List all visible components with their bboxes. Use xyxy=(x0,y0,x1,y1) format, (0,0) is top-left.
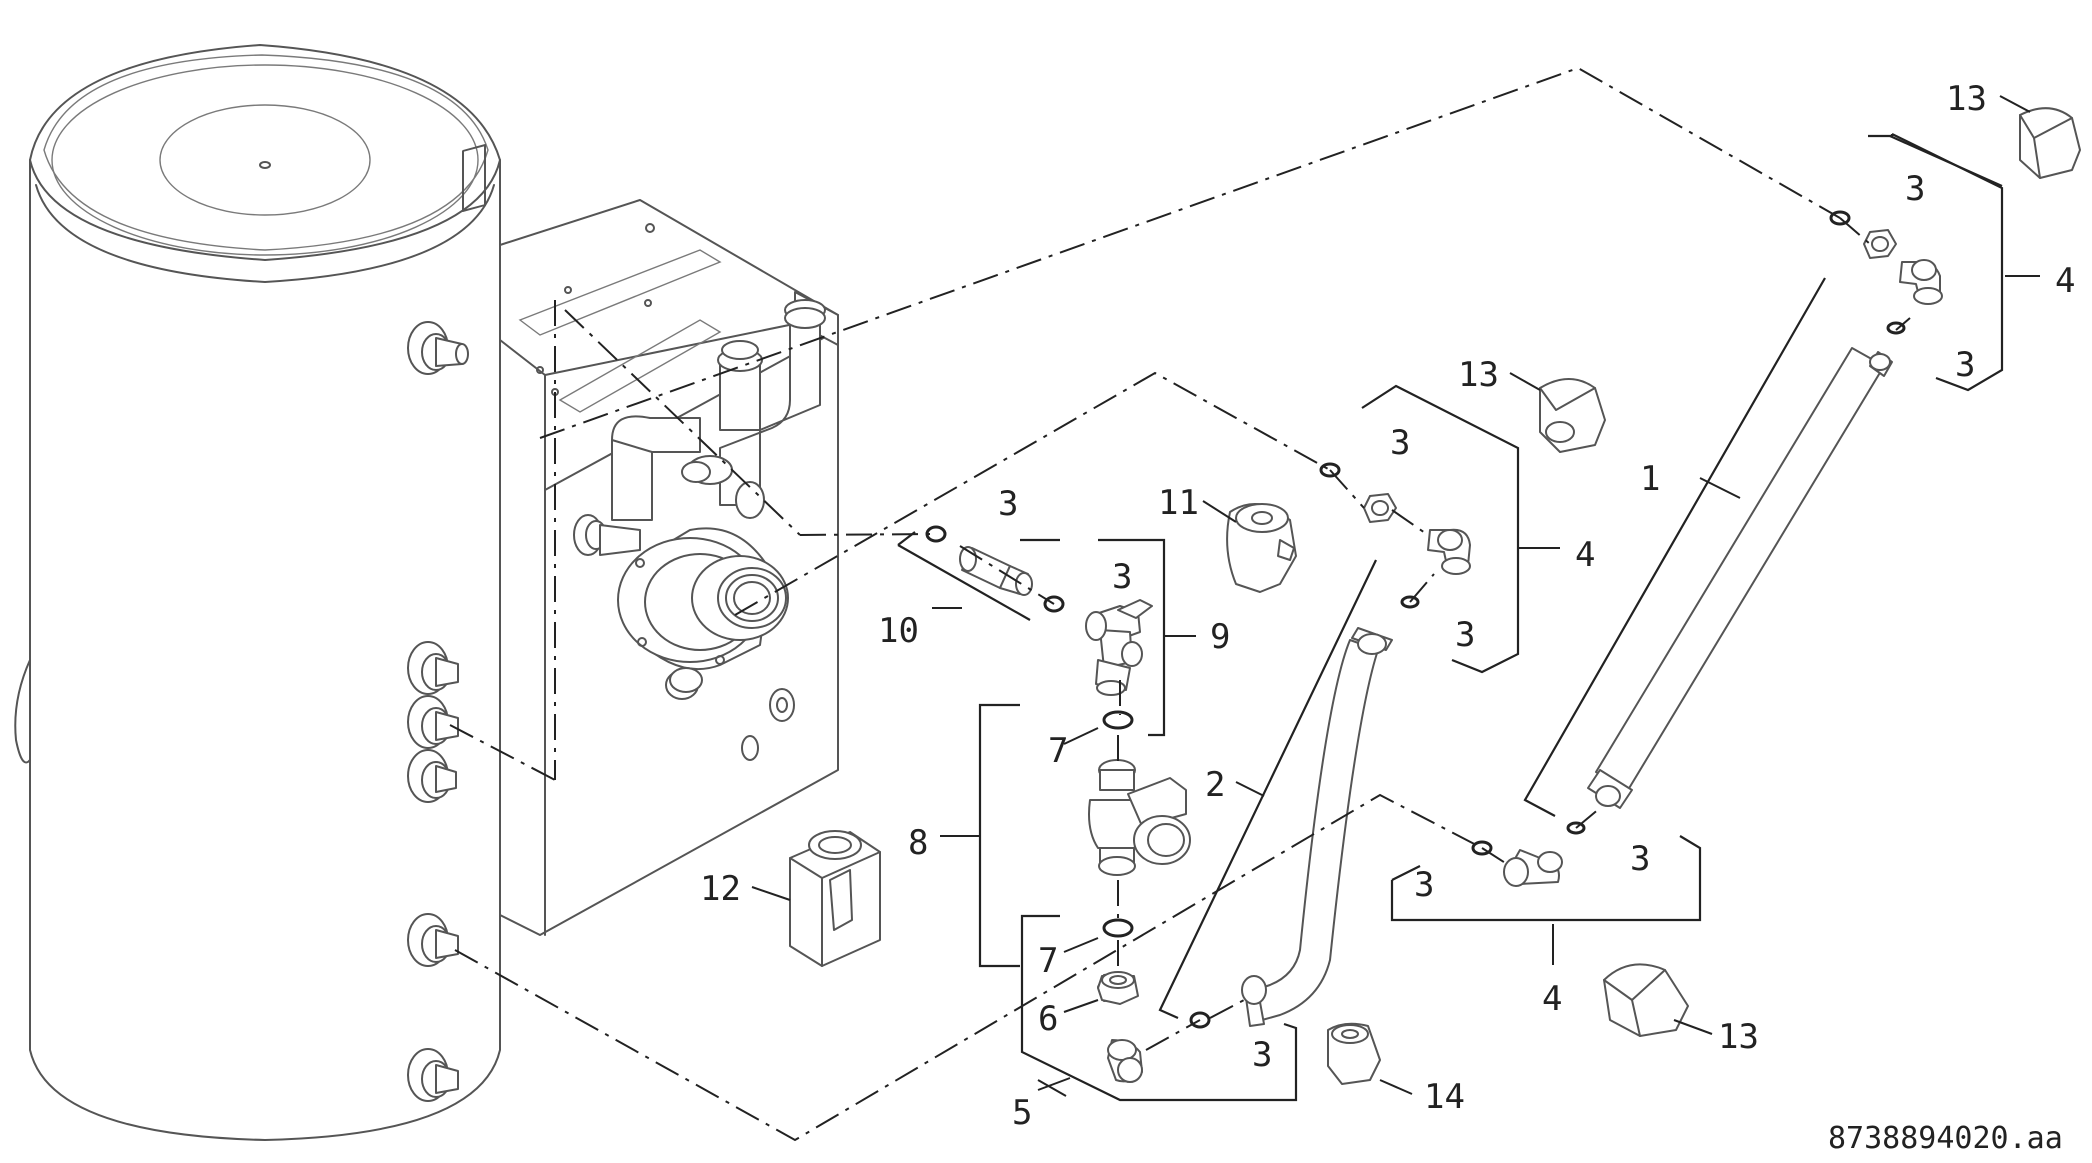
leader-lines xyxy=(751,95,2040,1097)
callout-14: 14 xyxy=(1424,1077,1465,1117)
callout-7: 7 xyxy=(1038,941,1058,981)
callout-12: 12 xyxy=(700,869,741,909)
callout-4: 4 xyxy=(1575,535,1595,575)
callout-2: 2 xyxy=(1205,765,1225,805)
callout-3: 3 xyxy=(1112,557,1132,597)
document-number: 8738894020.aa xyxy=(1828,1121,2063,1156)
callout-3: 3 xyxy=(998,484,1018,524)
callout-3: 3 xyxy=(1630,839,1650,879)
callout-9: 9 xyxy=(1210,617,1230,657)
mixing-fitting-icon xyxy=(789,830,881,967)
hydraulic-block-icon xyxy=(573,299,826,693)
tank-port-upper-icon xyxy=(407,641,459,695)
storage-tank-icon xyxy=(14,44,501,1141)
callout-10: 10 xyxy=(878,611,919,651)
circulation-pump-icon xyxy=(1088,759,1191,876)
callout-8: 8 xyxy=(908,823,928,863)
tank-port-bottom-upper-icon xyxy=(407,913,459,967)
callout-13: 13 xyxy=(1718,1017,1759,1057)
elbow-fitting-mid-icon xyxy=(1427,528,1471,575)
callout-3: 3 xyxy=(1252,1035,1272,1075)
nut-mid-icon xyxy=(1363,493,1397,523)
callout-4: 4 xyxy=(2055,261,2075,301)
insulation-cap-bottom-icon xyxy=(1603,963,1689,1037)
tank-port-bottom-icon xyxy=(407,1048,459,1102)
gasket-ring-icon xyxy=(1102,710,1134,730)
callout-3: 3 xyxy=(1414,865,1434,905)
callout-3: 3 xyxy=(1905,169,1925,209)
insulation-cap-top-icon xyxy=(2019,107,2081,179)
elbow-fitting-bottom-right-icon xyxy=(1503,849,1563,887)
callout-5: 5 xyxy=(1012,1093,1032,1133)
nut-top-right-icon xyxy=(1863,229,1897,259)
flexible-hose-long-icon xyxy=(1587,347,1893,809)
connector-nipple-icon xyxy=(959,546,1033,596)
gasket-ring-icon xyxy=(1102,918,1134,938)
tank-port-mid-icon xyxy=(407,695,459,749)
callout-6: 6 xyxy=(1038,999,1058,1039)
callout-labels: 1 2 3 3 3 3 3 3 3 3 3 4 4 4 5 6 7 7 8 9 … xyxy=(700,79,2075,1133)
ball-valve-icon xyxy=(1085,599,1153,696)
tank-port-top-icon xyxy=(407,321,469,375)
elbow-fitting-top-right-icon xyxy=(1899,259,1943,305)
callout-7: 7 xyxy=(1048,731,1068,771)
elbow-fitting-bottom-left-icon xyxy=(1107,1039,1143,1083)
callout-4: 4 xyxy=(1542,979,1562,1019)
callout-11: 11 xyxy=(1158,483,1199,523)
brackets xyxy=(897,133,2004,1102)
insulation-sleeve-small-icon xyxy=(1327,1022,1381,1085)
callout-3: 3 xyxy=(1455,615,1475,655)
callout-13: 13 xyxy=(1946,79,1987,119)
callout-1: 1 xyxy=(1640,459,1660,499)
tank-port-lower-icon xyxy=(407,749,457,803)
insulation-cap-mid-icon xyxy=(1539,378,1606,453)
connection-lines xyxy=(449,66,1911,1142)
callout-3: 3 xyxy=(1390,423,1410,463)
union-nut-icon xyxy=(1097,971,1139,1005)
callout-13: 13 xyxy=(1458,355,1499,395)
tank-connection-ports xyxy=(407,321,469,1102)
coupling-sleeve-icon xyxy=(1226,503,1297,593)
callout-3: 3 xyxy=(1955,345,1975,385)
flexible-hose-short-icon xyxy=(1241,627,1393,1027)
